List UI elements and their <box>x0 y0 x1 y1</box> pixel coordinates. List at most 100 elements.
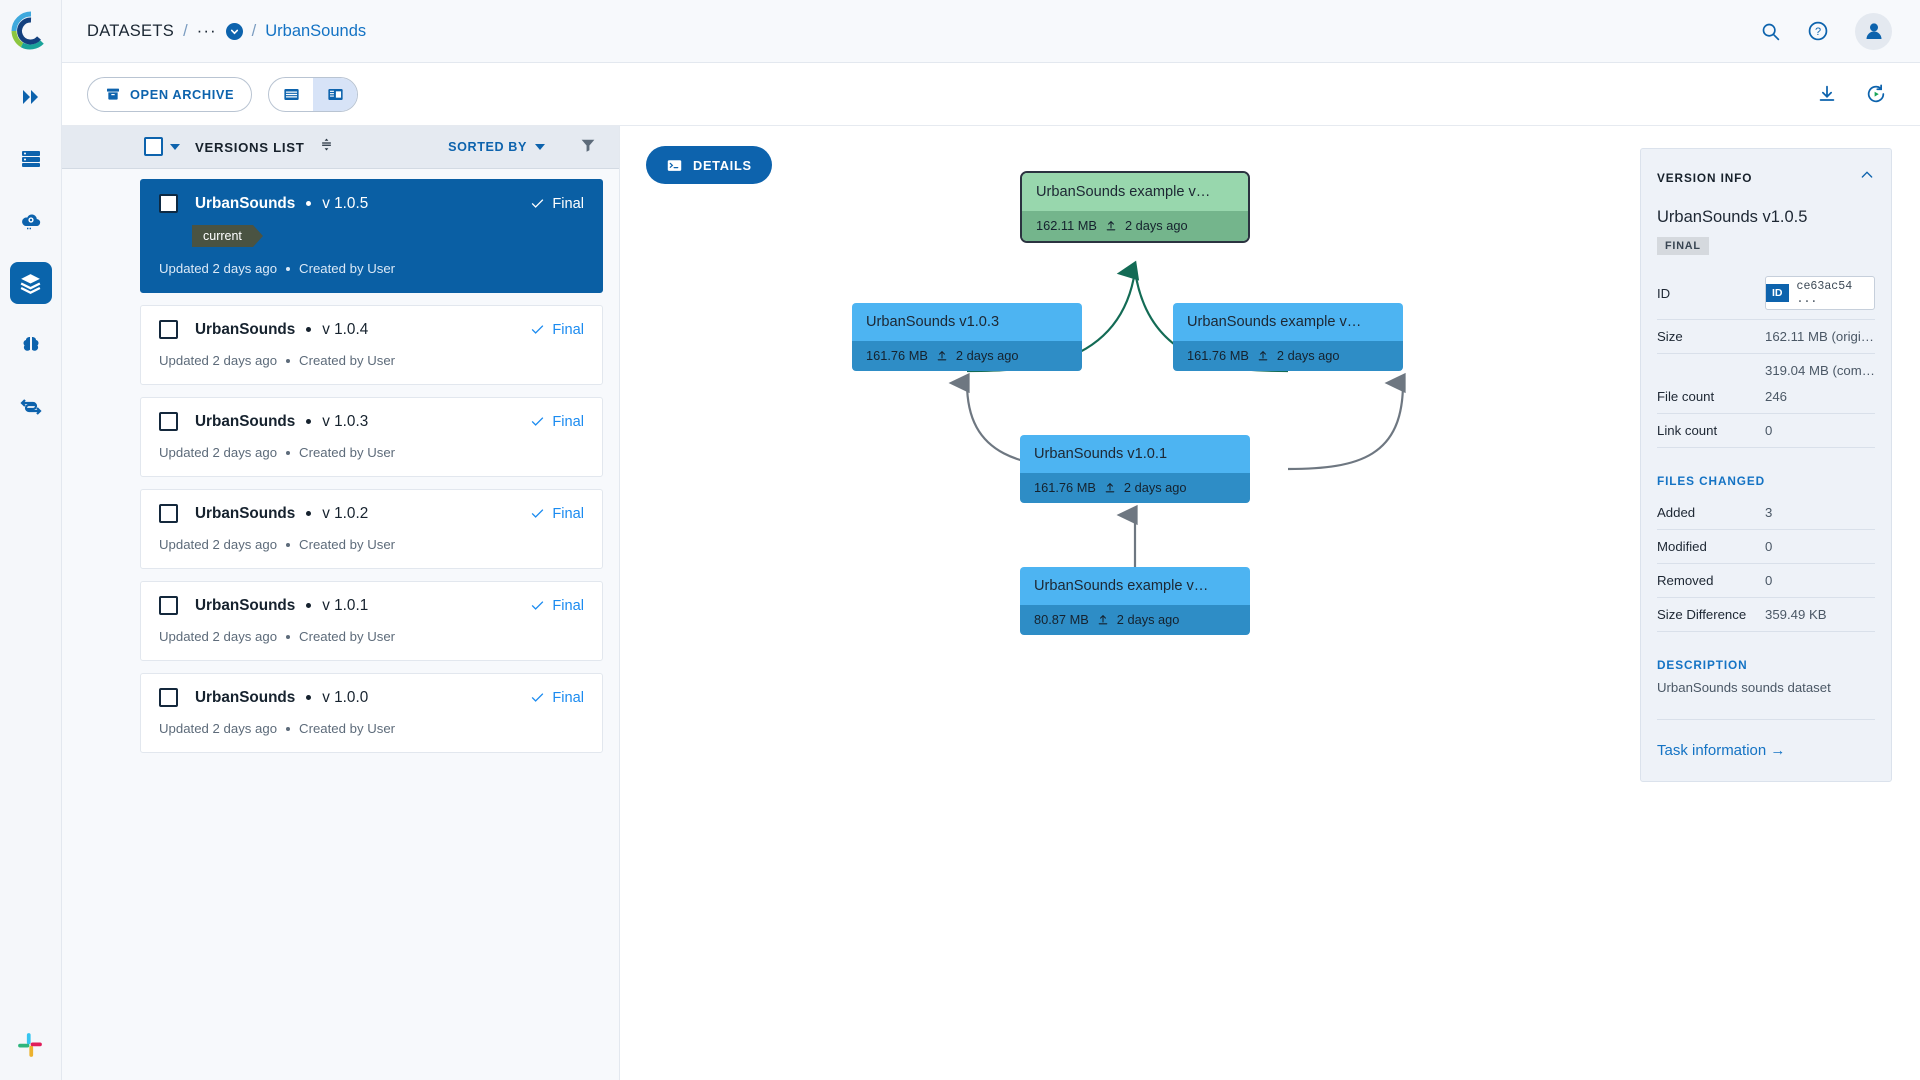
split-view-icon <box>328 88 343 100</box>
version-info-panel: VERSION INFO UrbanSounds v1.0.5 FINAL ID… <box>1640 148 1892 782</box>
terminal-icon <box>667 159 682 171</box>
info-row: Link count 0 <box>1657 414 1875 448</box>
id-chip-value: ce63ac54 ... <box>1796 280 1853 306</box>
app-header: DATASETS / ··· / UrbanSounds ? <box>62 0 1920 63</box>
version-created-by: Created by User <box>299 629 396 644</box>
workflow-arrows-icon <box>19 399 42 415</box>
check-icon <box>532 509 544 518</box>
breadcrumb-current[interactable]: UrbanSounds <box>265 21 367 40</box>
version-status-label: Final <box>552 413 584 430</box>
version-status-label: Final <box>552 321 584 338</box>
upload-arrow-icon <box>1106 220 1116 230</box>
separator-dot <box>306 695 312 700</box>
version-updated: Updated 2 days ago <box>159 537 278 552</box>
breadcrumb-ellipsis[interactable]: ··· <box>196 21 217 40</box>
version-status: Final <box>530 196 584 212</box>
rail-item-datasets[interactable] <box>9 262 52 304</box>
density-icon[interactable] <box>319 137 334 157</box>
filter-icon[interactable] <box>579 136 597 159</box>
check-icon <box>532 325 544 334</box>
info-row-key: Link count <box>1657 423 1718 438</box>
rail-item-cloud-settings[interactable] <box>10 200 52 242</box>
graph-node-time: 2 days ago <box>1276 348 1340 363</box>
version-checkbox[interactable] <box>159 412 178 431</box>
version-info-header: VERSION INFO <box>1657 167 1875 188</box>
version-updated: Updated 2 days ago <box>159 445 278 460</box>
files-changed-title: FILES CHANGED <box>1657 474 1766 488</box>
select-all-dropdown-icon[interactable] <box>170 144 180 150</box>
info-row-value: 0 <box>1765 423 1773 438</box>
details-button[interactable]: DETAILS <box>646 146 772 184</box>
auto-refresh-icon[interactable] <box>1865 83 1887 105</box>
files-changed-value: 0 <box>1765 573 1773 588</box>
version-item-name: UrbanSounds <box>195 688 296 706</box>
upload-arrow-icon <box>937 350 947 360</box>
rail-item-resources[interactable] <box>10 138 52 180</box>
chevron-up-icon[interactable] <box>1859 167 1875 188</box>
check-icon <box>532 417 544 426</box>
version-status-label: Final <box>552 597 584 614</box>
rail-item-pipelines[interactable] <box>10 386 52 428</box>
graph-node-size: 80.87 MB <box>1034 612 1089 627</box>
version-item-name: UrbanSounds <box>195 596 296 614</box>
select-all-checkbox[interactable] <box>144 137 163 156</box>
version-updated: Updated 2 days ago <box>159 353 278 368</box>
content-toolbar: OPEN ARCHIVE <box>62 63 1920 126</box>
rail-item-expand-panel[interactable] <box>10 76 52 118</box>
download-icon[interactable] <box>1816 83 1838 105</box>
chevron-down-icon <box>535 144 545 150</box>
files-changed-value: 0 <box>1765 539 1773 554</box>
breadcrumb-root[interactable]: DATASETS <box>87 21 175 40</box>
version-checkbox[interactable] <box>159 688 178 707</box>
split-view-button[interactable] <box>313 77 358 111</box>
check-icon <box>532 601 544 610</box>
version-checkbox[interactable] <box>159 320 178 339</box>
app-logo <box>8 8 54 54</box>
search-icon[interactable] <box>1760 21 1781 42</box>
separator-dot <box>286 358 291 363</box>
version-checkbox[interactable] <box>159 596 178 615</box>
version-item-version: v 1.0.1 <box>322 596 369 614</box>
list-view-button[interactable] <box>269 78 313 111</box>
version-status: Final <box>530 322 584 338</box>
help-circle-icon[interactable]: ? <box>1807 20 1829 42</box>
user-avatar-icon[interactable] <box>1855 12 1892 50</box>
graph-node-title: UrbanSounds example v… <box>1173 303 1403 341</box>
version-created-by: Created by User <box>299 261 396 276</box>
slack-icon[interactable] <box>15 1030 45 1060</box>
cloud-gear-icon <box>21 214 40 230</box>
breadcrumb-dropdown-icon[interactable] <box>225 22 243 40</box>
task-information-link[interactable]: Task information → <box>1657 719 1875 759</box>
files-changed-value: 3 <box>1765 505 1773 520</box>
version-updated: Updated 2 days ago <box>159 721 278 736</box>
version-checkbox[interactable] <box>159 504 178 523</box>
open-archive-button[interactable]: OPEN ARCHIVE <box>87 76 253 112</box>
breadcrumb-separator-2: / <box>251 21 257 40</box>
status-badge: FINAL <box>1657 237 1709 255</box>
version-item-name: UrbanSounds <box>195 194 296 212</box>
sorted-by-control[interactable]: SORTED BY <box>448 140 545 154</box>
version-checkbox[interactable] <box>159 194 178 213</box>
separator-dot <box>286 542 291 547</box>
rail-item-models[interactable] <box>10 324 52 366</box>
version-updated: Updated 2 days ago <box>159 261 278 276</box>
info-row-key: File count <box>1657 389 1715 404</box>
graph-node-time: 2 days ago <box>1116 612 1180 627</box>
info-row-value: 162.11 MB (origi… <box>1765 329 1874 344</box>
